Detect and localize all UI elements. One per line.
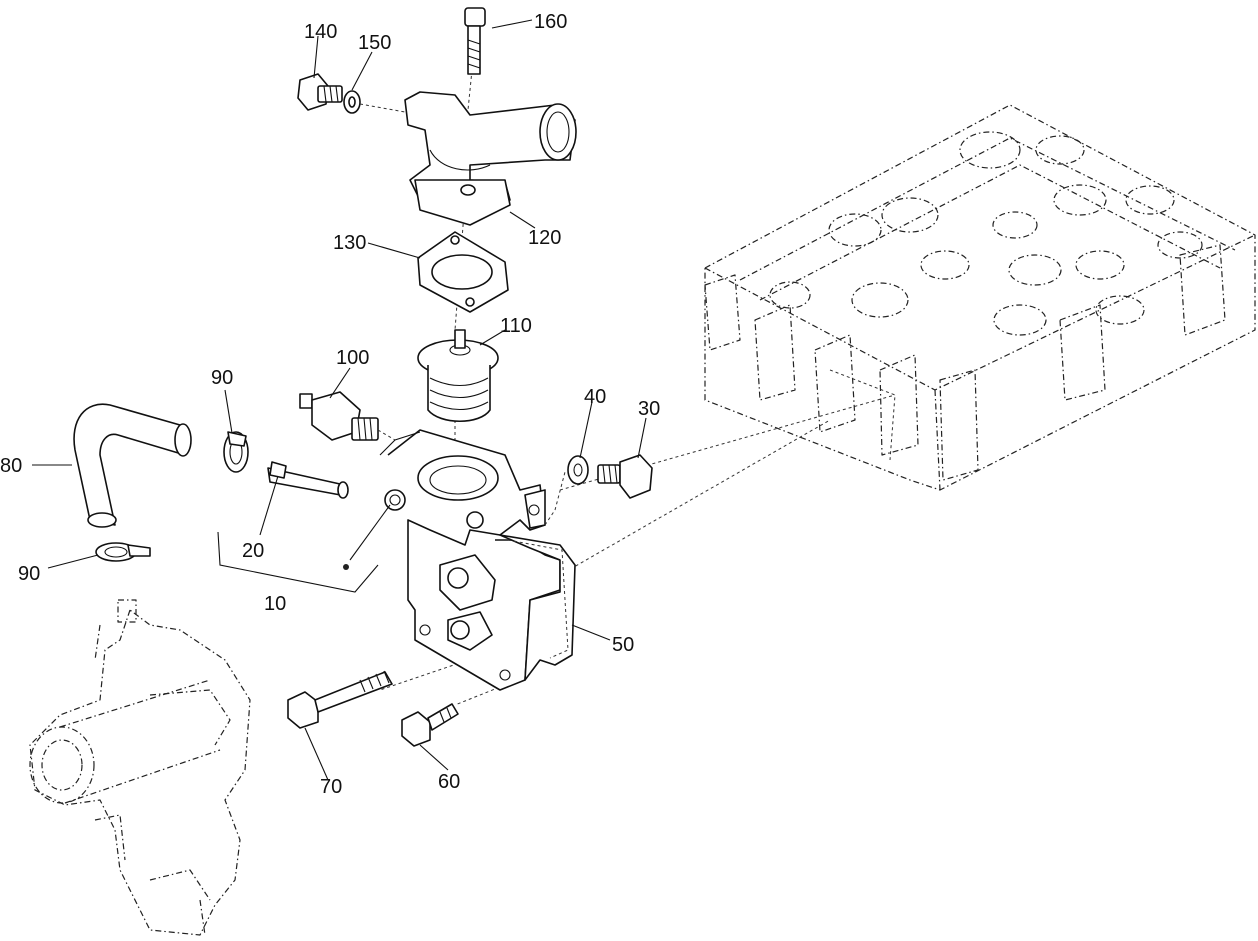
bolt-part-140 (297, 73, 343, 111)
plug-part-30 (597, 454, 653, 499)
callout-numbers: 160 140 150 120 130 110 100 90 40 30 80 … (0, 11, 660, 798)
washer-part-150 (343, 90, 361, 114)
callout-40: 40 (584, 386, 606, 408)
callout-90-upper: 90 (211, 367, 233, 389)
hose-clip-part-90-lower (95, 542, 151, 562)
bolt-part-60 (401, 703, 459, 747)
reference-dot (343, 564, 349, 570)
callout-30: 30 (638, 398, 660, 420)
thermostat-part-110 (417, 329, 499, 422)
callout-140: 140 (304, 21, 337, 43)
water-flange-part-10 (379, 429, 561, 691)
callout-130: 130 (333, 232, 366, 254)
callout-110: 110 (500, 315, 532, 337)
bolt-part-160 (464, 7, 486, 75)
callout-60: 60 (438, 771, 460, 793)
gasket-part-130 (417, 231, 509, 313)
callout-10: 10 (264, 593, 286, 615)
temperature-sender-part-100 (299, 391, 379, 441)
water-pump-outline (29, 599, 251, 936)
callout-80: 80 (0, 455, 22, 477)
hose-clip-part-90-upper (223, 431, 249, 473)
bypass-pipe-part-20 (267, 461, 349, 499)
callout-20: 20 (242, 540, 264, 562)
callout-70: 70 (320, 776, 342, 798)
callout-160: 160 (534, 11, 567, 33)
bypass-hose-part-80 (73, 403, 192, 528)
callout-150: 150 (358, 32, 391, 54)
washer-part-40 (567, 455, 589, 485)
callout-leader-lines (32, 19, 647, 781)
callout-90-lower: 90 (18, 563, 40, 585)
gasket-part-50 (499, 534, 576, 681)
bolt-part-70 (287, 670, 393, 729)
thermostat-housing-cover-part-120 (404, 91, 577, 226)
callout-100: 100 (336, 347, 369, 369)
callout-50: 50 (612, 634, 634, 656)
callout-120: 120 (528, 227, 561, 249)
engine-cylinder-head-outline (704, 104, 1256, 491)
